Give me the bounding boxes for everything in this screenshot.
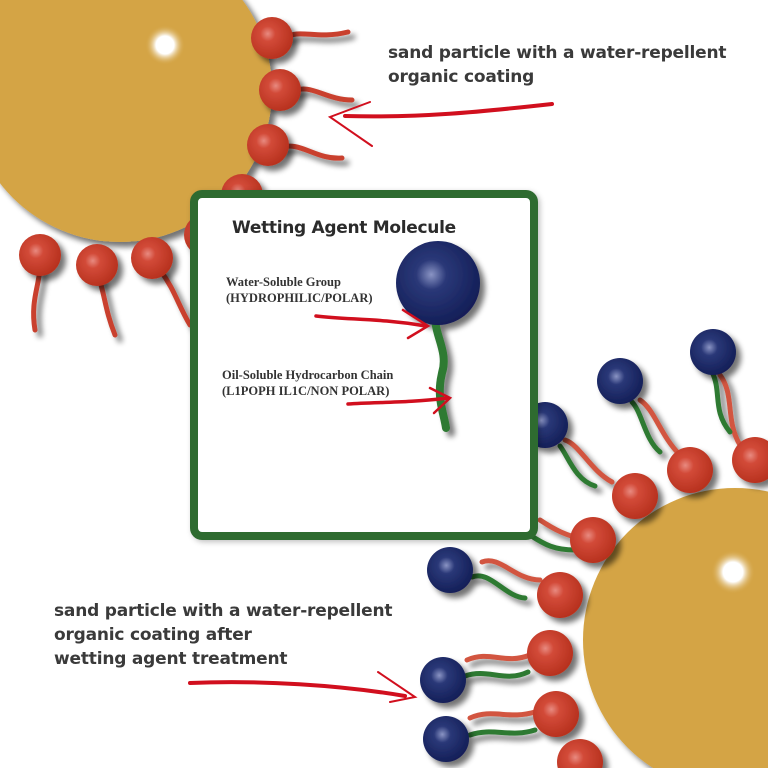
top-label-line1: sand particle with a water-repellent [388,43,727,63]
head-arrow [314,308,431,340]
bottom-label-line2: organic coating after [54,625,252,645]
lipophilic-label: Oil-Soluble Hydrocarbon Chain (L1POPH IL… [222,367,393,399]
wetting-agent-molecule-panel: Wetting Agent Molecule Water-Soluble Gro… [190,190,538,540]
hydrophilic-label: Water-Soluble Group (HYDROPHILIC/POLAR) [226,274,373,306]
bottom-particle-label: sand particle with a water-repellent org… [54,599,392,671]
bottom-label-line1: sand particle with a water-repellent [54,601,393,621]
lipophilic-label-line1: Oil-Soluble Hydrocarbon Chain [222,368,394,382]
panel-title: Wetting Agent Molecule [232,218,456,238]
lipophilic-label-line2: (L1POPH IL1C/NON POLAR) [222,384,390,398]
molecule-diagram [314,241,480,432]
sand-particle-top-left [0,0,272,242]
hydrophilic-label-line1: Water-Soluble Group [226,275,341,289]
bottom-label-line3: wetting agent treatment [54,649,288,669]
top-particle-label: sand particle with a water-repellent org… [388,41,726,89]
treated-molecules-bottom [420,329,768,768]
top-label-line2: organic coating [388,67,535,87]
tail-arrow [346,386,453,415]
top-label-arrow [327,101,554,147]
hydrophilic-label-line2: (HYDROPHILIC/POLAR) [226,291,373,305]
bottom-label-arrow [188,671,418,703]
sand-particle-bottom-right [583,488,768,768]
